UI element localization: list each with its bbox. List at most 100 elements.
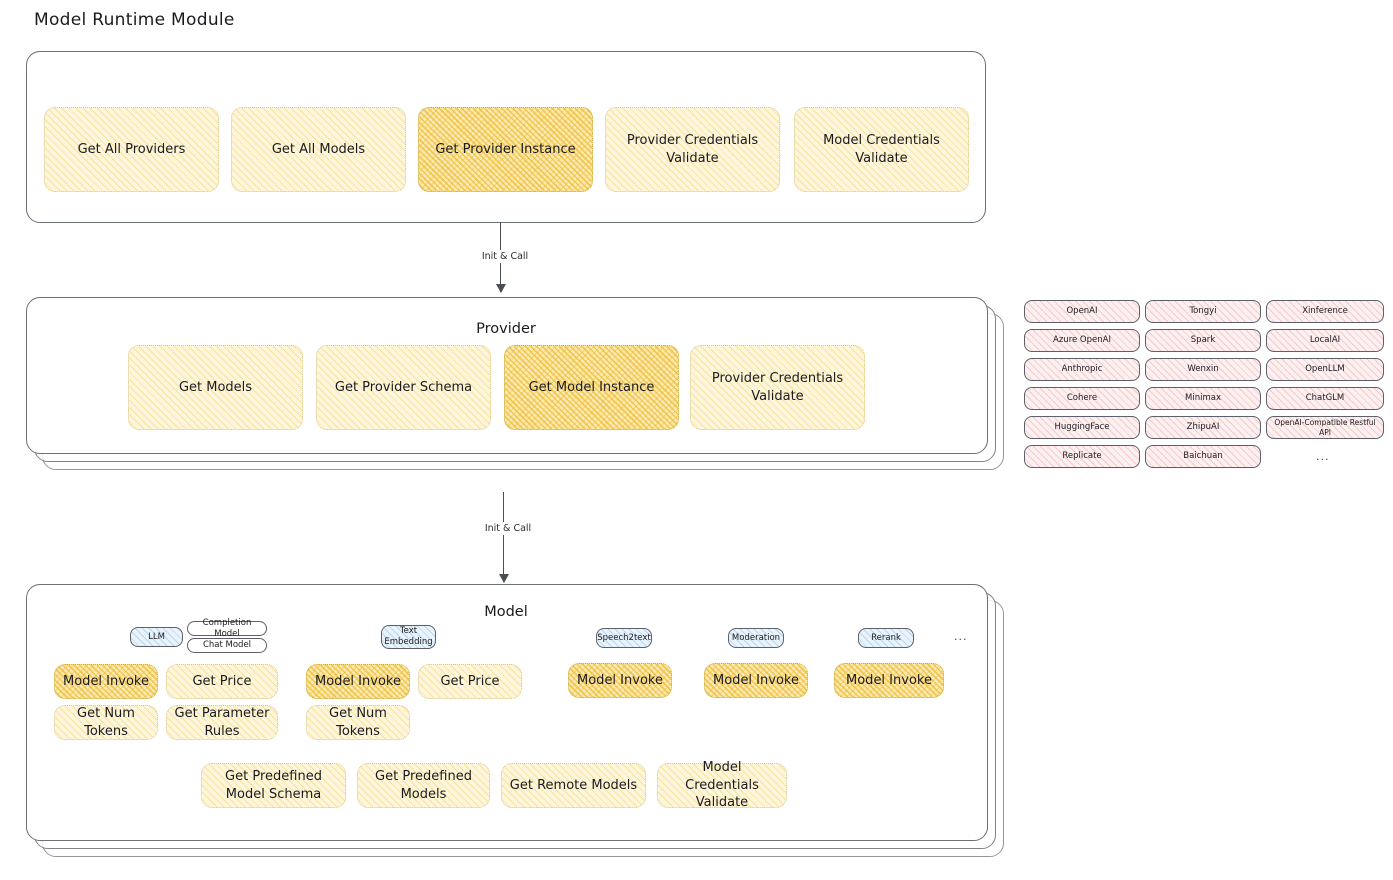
provider-pill-zhipuai[interactable]: ZhipuAI xyxy=(1145,416,1261,439)
provider-pill-label: LocalAI xyxy=(1309,335,1341,346)
provider-list-more-ellipsis: ... xyxy=(1316,450,1330,463)
model-type-label: Text Embedding xyxy=(384,626,433,647)
provider-pill-label: HuggingFace xyxy=(1054,422,1110,433)
model-method-label: Get Parameter Rules xyxy=(174,705,270,739)
provider-pill-chatglm[interactable]: ChatGLM xyxy=(1266,387,1384,410)
factory-item-get-all-providers[interactable]: Get All Providers xyxy=(44,107,219,192)
provider-pill-xinference[interactable]: Xinference xyxy=(1266,300,1384,323)
model-method-text-embedding-get-price[interactable]: Get Price xyxy=(418,664,522,699)
connector-label: Init & Call xyxy=(470,250,540,263)
model-common-label: Get Predefined Model Schema xyxy=(225,768,322,802)
model-type-rerank[interactable]: Rerank xyxy=(858,628,914,648)
provider-pill-spark[interactable]: Spark xyxy=(1145,329,1261,352)
model-method-text-embedding-get-num-tokens[interactable]: Get Num Tokens xyxy=(306,705,410,740)
model-method-rerank-model-invoke[interactable]: Model Invoke xyxy=(834,663,944,698)
provider-pill-label: Minimax xyxy=(1185,393,1221,404)
page-title: Model Runtime Module xyxy=(34,10,235,30)
provider-pill-openllm[interactable]: OpenLLM xyxy=(1266,358,1384,381)
factory-item-get-provider-instance[interactable]: Get Provider Instance xyxy=(418,107,593,192)
model-method-label: Model Invoke xyxy=(846,672,932,688)
model-groups-more-ellipsis: ... xyxy=(954,630,968,643)
model-container: Model LLM Completion Model Chat Model Mo… xyxy=(26,584,1004,857)
model-method-label: Model Invoke xyxy=(63,673,149,689)
provider-pill-label: OpenAI xyxy=(1066,306,1098,317)
model-method-label: Get Price xyxy=(192,673,252,689)
model-provider-factory-container: Model Provider Factory Get All Providers… xyxy=(26,51,986,223)
factory-item-label: Get Provider Instance xyxy=(435,141,576,157)
factory-item-get-all-models[interactable]: Get All Models xyxy=(231,107,406,192)
provider-item-get-model-instance[interactable]: Get Model Instance xyxy=(504,345,679,430)
model-method-label: Model Invoke xyxy=(315,673,401,689)
provider-pill-label: Cohere xyxy=(1066,393,1098,404)
provider-item-get-models[interactable]: Get Models xyxy=(128,345,303,430)
factory-item-label: Get All Models xyxy=(271,141,366,157)
provider-pill-label: Tongyi xyxy=(1189,306,1217,317)
model-type-llm[interactable]: LLM xyxy=(130,627,183,647)
model-common-get-predefined-model-schema[interactable]: Get Predefined Model Schema xyxy=(201,763,346,808)
provider-pill-label: Anthropic xyxy=(1061,364,1103,375)
model-method-llm-get-num-tokens[interactable]: Get Num Tokens xyxy=(54,705,158,740)
provider-pill-wenxin[interactable]: Wenxin xyxy=(1145,358,1261,381)
provider-title: Provider xyxy=(476,321,536,337)
model-method-label: Model Invoke xyxy=(577,672,663,688)
model-common-get-remote-models[interactable]: Get Remote Models xyxy=(501,763,646,808)
model-type-label: LLM xyxy=(148,631,165,642)
factory-item-provider-credentials-validate[interactable]: Provider Credentials Validate xyxy=(605,107,780,192)
provider-pill-label: OpenAI-Compatible Restful API xyxy=(1274,418,1376,437)
model-subtype-chat-model[interactable]: Chat Model xyxy=(187,638,267,653)
provider-pill-openai[interactable]: OpenAI xyxy=(1024,300,1140,323)
provider-pill-minimax[interactable]: Minimax xyxy=(1145,387,1261,410)
provider-item-provider-credentials-validate[interactable]: Provider Credentials Validate xyxy=(690,345,865,430)
provider-pill-cohere[interactable]: Cohere xyxy=(1024,387,1140,410)
model-method-llm-get-parameter-rules[interactable]: Get Parameter Rules xyxy=(166,705,278,740)
provider-pill-label: Baichuan xyxy=(1183,451,1223,462)
factory-item-label: Provider Credentials Validate xyxy=(626,132,759,166)
model-subtype-label: Chat Model xyxy=(202,640,252,651)
model-type-speech2text[interactable]: Speech2text xyxy=(596,628,652,648)
model-method-label: Get Price xyxy=(440,673,500,689)
provider-item-label: Get Provider Schema xyxy=(334,379,473,395)
connector-label: Init & Call xyxy=(473,522,543,535)
provider-pill-tongyi[interactable]: Tongyi xyxy=(1145,300,1261,323)
model-subtype-completion-model[interactable]: Completion Model xyxy=(187,617,267,639)
factory-item-label: Model Credentials Validate xyxy=(823,132,940,166)
model-type-label: Moderation xyxy=(731,632,781,643)
model-type-text-embedding[interactable]: Text Embedding xyxy=(381,625,436,649)
provider-pill-replicate[interactable]: Replicate xyxy=(1024,445,1140,468)
provider-item-label: Provider Credentials Validate xyxy=(711,370,844,404)
provider-container: Provider Get Models Get Provider Schema … xyxy=(26,297,1004,470)
provider-pill-anthropic[interactable]: Anthropic xyxy=(1024,358,1140,381)
provider-pill-baichuan[interactable]: Baichuan xyxy=(1145,445,1261,468)
model-method-label: Model Invoke xyxy=(713,672,799,688)
provider-pill-label: Replicate xyxy=(1062,451,1102,462)
arrow-head-icon xyxy=(498,574,509,583)
factory-item-model-credentials-validate[interactable]: Model Credentials Validate xyxy=(794,107,969,192)
model-common-label: Model Credentials Validate xyxy=(685,760,759,811)
model-subtype-label: Completion Model xyxy=(202,617,252,639)
provider-pill-label: Wenxin xyxy=(1187,364,1219,375)
connector-line xyxy=(503,492,505,582)
provider-pill-label: Azure OpenAI xyxy=(1053,335,1111,346)
model-method-speech2text-model-invoke[interactable]: Model Invoke xyxy=(568,663,672,698)
provider-pill-label: Spark xyxy=(1190,335,1216,346)
provider-item-get-provider-schema[interactable]: Get Provider Schema xyxy=(316,345,491,430)
model-method-label: Get Num Tokens xyxy=(329,705,387,739)
model-method-llm-model-invoke[interactable]: Model Invoke xyxy=(54,664,158,699)
provider-pill-label: OpenLLM xyxy=(1305,364,1345,375)
provider-pill-huggingface[interactable]: HuggingFace xyxy=(1024,416,1140,439)
provider-pill-label: ChatGLM xyxy=(1305,393,1345,404)
model-common-get-predefined-models[interactable]: Get Predefined Models xyxy=(357,763,490,808)
model-common-label: Get Predefined Models xyxy=(375,768,472,802)
model-type-label: Speech2text xyxy=(597,632,651,643)
provider-pill-openai-compatible-restful-api[interactable]: OpenAI-Compatible Restful API xyxy=(1266,416,1384,439)
model-method-text-embedding-model-invoke[interactable]: Model Invoke xyxy=(306,664,410,699)
provider-pill-localai[interactable]: LocalAI xyxy=(1266,329,1384,352)
model-common-model-credentials-validate[interactable]: Model Credentials Validate xyxy=(657,760,787,810)
model-type-moderation[interactable]: Moderation xyxy=(728,628,784,648)
model-method-moderation-model-invoke[interactable]: Model Invoke xyxy=(704,663,808,698)
factory-item-label: Get All Providers xyxy=(77,141,186,157)
model-method-llm-get-price[interactable]: Get Price xyxy=(166,664,278,699)
model-type-label: Rerank xyxy=(871,632,901,643)
provider-pill-azure-openai[interactable]: Azure OpenAI xyxy=(1024,329,1140,352)
